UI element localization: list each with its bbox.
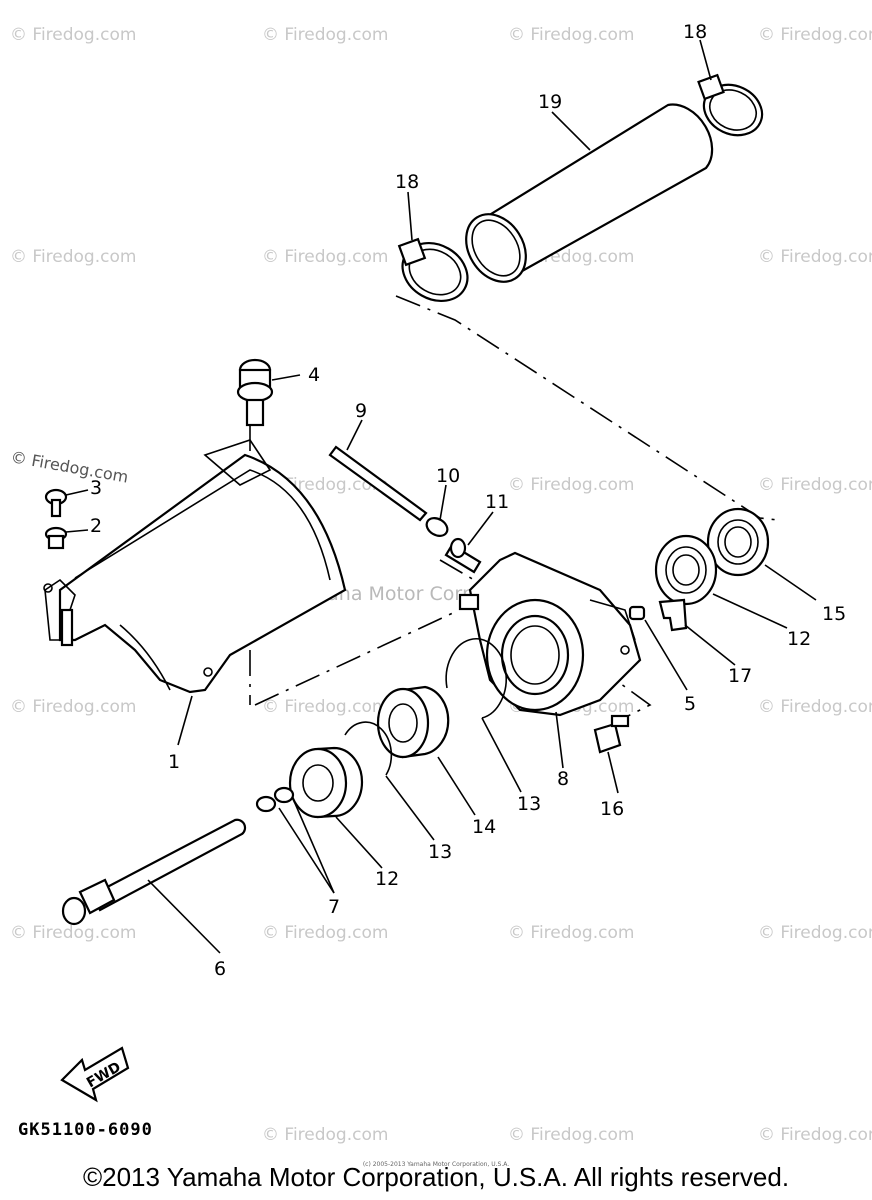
watermark: © Firedog.com [262, 697, 388, 717]
washer-2 [44, 526, 68, 550]
watermark: © Firedog.com [758, 475, 872, 495]
callout-1: 1 [168, 751, 180, 773]
watermark: © Firedog.com [508, 475, 634, 495]
watermark: © Firedog.com [758, 923, 872, 943]
callout-15: 15 [822, 603, 846, 625]
watermark: © Firedog.com [10, 247, 136, 267]
callout-19: 19 [538, 91, 562, 113]
small-copyright-note: (c) 2005-2013 Yamaha Motor Corporation, … [362, 1161, 510, 1168]
circlip-13-left [344, 721, 393, 776]
callout-18: 18 [683, 21, 707, 43]
shim-17 [658, 598, 688, 632]
watermark: © Firedog.com [10, 923, 136, 943]
watermark: © Firedog.com [758, 697, 872, 717]
rod-9 [328, 445, 428, 522]
callout-9: 9 [355, 400, 367, 422]
leader-lines [65, 39, 817, 954]
seal-12-lower [288, 746, 364, 819]
callout-7: 7 [328, 896, 340, 918]
watermark: © Firedog.com [262, 247, 388, 267]
hose-19 [465, 103, 714, 283]
nipple-11 [444, 537, 482, 574]
watermark: © Firedog.com [758, 25, 872, 45]
fwd-arrow-icon: FWD [60, 1046, 130, 1103]
callout-13: 13 [517, 793, 541, 815]
bolt-4 [236, 358, 274, 427]
clamp-18-upper [697, 73, 764, 137]
callout-4: 4 [308, 364, 320, 386]
watermark: © Firedog.com [262, 25, 388, 45]
callout-11: 11 [485, 491, 509, 513]
seal-15 [706, 507, 770, 577]
overlay-watermark: © Firedog.com [9, 447, 129, 486]
watermark: © Firedog.com [262, 1125, 388, 1145]
callout-17: 17 [728, 665, 752, 687]
watermark: © Firedog.com [10, 25, 136, 45]
watermark: © Firedog.com [508, 25, 634, 45]
shaft-6 [61, 818, 247, 926]
callout-2: 2 [90, 515, 102, 537]
callout-13: 13 [428, 841, 452, 863]
watermark: © Firedog.com [262, 923, 388, 943]
circlip-13-right [445, 637, 507, 719]
dowel-5 [628, 605, 646, 621]
watermark: © Firedog.com [508, 1125, 634, 1145]
callouts: 18 19 18 4 9 10 11 3 2 1 15 12 17 5 8 16… [90, 21, 846, 980]
watermark: © Firedog.com [508, 923, 634, 943]
clamp-18-lower [397, 237, 469, 303]
callout-5: 5 [684, 693, 696, 715]
housing-8 [458, 551, 642, 717]
callout-12: 12 [375, 868, 399, 890]
callout-14: 14 [472, 816, 496, 838]
callout-18: 18 [395, 171, 419, 193]
cover-1 [43, 439, 347, 694]
callout-8: 8 [557, 768, 569, 790]
watermark: © Firedog.com [758, 247, 872, 267]
bolt-3 [44, 488, 68, 518]
clip-10 [425, 517, 449, 537]
diagram-code: GK51100-6090 [18, 1120, 153, 1140]
watermark: © Firedog.com [758, 1125, 872, 1145]
watermark: © Firedog.com [10, 697, 136, 717]
bearing-14 [376, 685, 450, 759]
callout-16: 16 [600, 798, 624, 820]
callout-12: 12 [787, 628, 811, 650]
copyright-notice: ©2013 Yamaha Motor Corporation, U.S.A. A… [82, 1162, 790, 1192]
orings-7 [255, 786, 295, 813]
seal-12-upper [654, 534, 718, 606]
callout-6: 6 [214, 958, 226, 980]
callout-3: 3 [90, 477, 102, 499]
callout-10: 10 [436, 465, 460, 487]
bolt-16 [593, 714, 630, 754]
